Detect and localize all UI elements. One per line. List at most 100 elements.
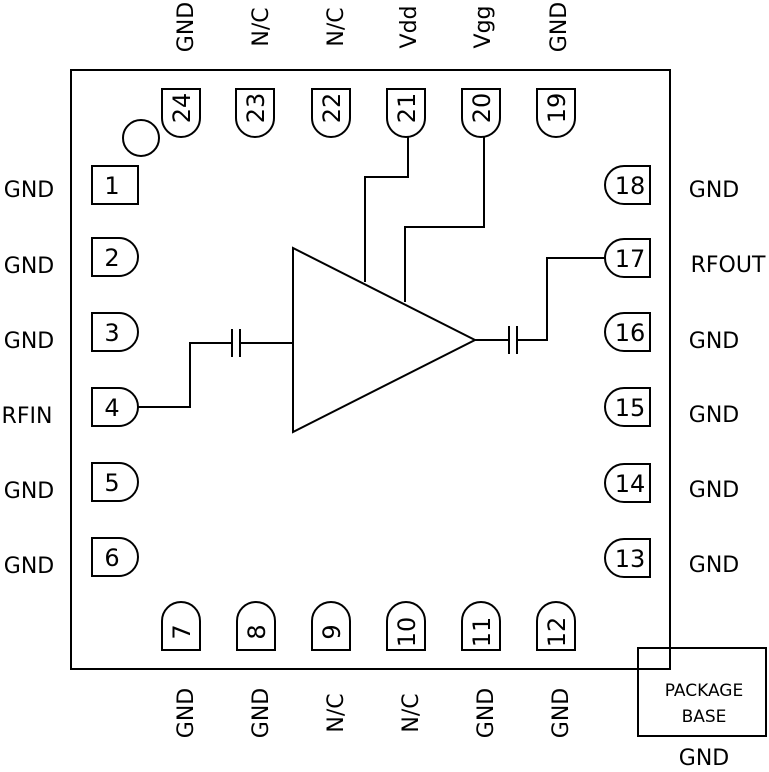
pin-14-label: GND <box>689 478 739 503</box>
pin-8-label: GND <box>249 688 274 738</box>
pin-17-pad <box>604 238 651 278</box>
pin-19-label: GND <box>547 2 572 52</box>
pin-2-label: GND <box>4 254 54 279</box>
pin-9-pad <box>311 601 351 651</box>
pin-8-number: 8 <box>243 624 271 639</box>
pin-5-label: GND <box>4 479 54 504</box>
pin-21-number: 21 <box>393 93 421 124</box>
pin-9-number: 9 <box>318 624 346 639</box>
pin-22-number: 22 <box>318 93 346 124</box>
pin-5-pad <box>91 462 139 502</box>
pin-4-label: RFIN <box>2 404 53 429</box>
pin-21: 21 <box>386 88 426 138</box>
pin-24: 24 <box>161 88 201 138</box>
pin-11-label: GND <box>474 688 499 738</box>
pin-3-pad <box>91 312 139 352</box>
pin-24-number: 24 <box>168 93 196 124</box>
pin-13-label: GND <box>689 553 739 578</box>
pin-4-pad <box>91 387 139 427</box>
pin-24-label: GND <box>174 2 199 52</box>
pin-23: 23 <box>235 88 275 138</box>
vgg-trace <box>404 137 485 302</box>
pin-22-label: N/C <box>324 7 349 46</box>
pin-20-number: 20 <box>468 93 496 124</box>
pin1-indicator-dot <box>122 119 160 157</box>
pin-3: 3 <box>91 312 139 352</box>
package-base-line2: BASE <box>682 707 727 727</box>
pin-5-number: 5 <box>104 469 119 497</box>
pin-14: 14 <box>604 463 651 503</box>
pin-12: 12 <box>536 601 576 651</box>
package-base-line1: PACKAGE <box>665 681 743 701</box>
pin-13-pad <box>604 538 651 578</box>
pin-21-label: Vdd <box>397 6 422 49</box>
pin-8: 8 <box>236 601 276 651</box>
pin-18-number: 18 <box>615 172 646 200</box>
pin-20-pad <box>461 88 501 138</box>
pin-17-label: RFOUT <box>691 253 766 278</box>
pin-13: 13 <box>604 538 651 578</box>
pin-10-number: 10 <box>393 617 421 648</box>
vdd-trace <box>364 137 409 282</box>
pin-10-pad <box>386 601 426 651</box>
pin-19-number: 19 <box>543 93 571 124</box>
pin-6-label: GND <box>4 554 54 579</box>
pin-2-pad <box>91 237 139 277</box>
pin-3-label: GND <box>4 329 54 354</box>
pin-24-pad <box>161 88 201 138</box>
pin-18-pad <box>604 165 651 205</box>
pin-4: 4 <box>91 387 139 427</box>
package-base-label: GND <box>679 746 729 771</box>
pin-15-number: 15 <box>615 394 646 422</box>
pin-8-pad <box>236 601 276 651</box>
pin-11: 11 <box>461 601 501 651</box>
pin-3-number: 3 <box>104 319 119 347</box>
pin-6-number: 6 <box>104 544 119 572</box>
amplifier-circuit <box>138 137 605 434</box>
pin-22-pad <box>311 88 351 138</box>
pin-19: 19 <box>536 88 576 138</box>
pin-9-label: N/C <box>324 693 349 732</box>
pin-23-number: 23 <box>242 93 270 124</box>
pin-5: 5 <box>91 462 139 502</box>
pin-11-pad <box>461 601 501 651</box>
pin-23-label: N/C <box>249 7 274 46</box>
pin-17-number: 17 <box>615 245 646 273</box>
rfin-trace <box>138 342 232 408</box>
pin-13-number: 13 <box>615 545 646 573</box>
pin-7-pad <box>161 601 201 651</box>
pin-16: 16 <box>604 312 651 352</box>
pin-15-label: GND <box>689 403 739 428</box>
pin-19-pad <box>536 88 576 138</box>
pin-21-pad <box>386 88 426 138</box>
pin-16-pad <box>604 312 651 352</box>
pin-16-label: GND <box>689 329 739 354</box>
pin-6-pad <box>91 537 139 577</box>
pin-6: 6 <box>91 537 139 577</box>
pin-9: 9 <box>311 601 351 651</box>
pin-14-pad <box>604 463 651 503</box>
pin-20-label: Vgg <box>471 6 496 49</box>
pin-7: 7 <box>161 601 201 651</box>
pin-1-number: 1 <box>104 172 119 200</box>
pin-15: 15 <box>604 387 651 427</box>
pin-16-number: 16 <box>615 319 646 347</box>
pin-1-label: GND <box>4 178 54 203</box>
pin-4-number: 4 <box>104 394 119 422</box>
pin-1: 1 <box>91 165 139 205</box>
pin-12-number: 12 <box>543 617 571 648</box>
pin-17: 17 <box>604 238 651 278</box>
pin-22: 22 <box>311 88 351 138</box>
pin-12-pad <box>536 601 576 651</box>
pin-14-number: 14 <box>615 470 646 498</box>
pin-2: 2 <box>91 237 139 277</box>
pin-18-label: GND <box>689 178 739 203</box>
pin-1-pad <box>91 165 139 205</box>
pin-2-number: 2 <box>104 244 119 272</box>
pin-7-number: 7 <box>168 624 196 639</box>
pin-23-pad <box>235 88 275 138</box>
pin-18: 18 <box>604 165 651 205</box>
amplifier-symbol <box>292 246 478 434</box>
package-outline <box>70 69 671 670</box>
